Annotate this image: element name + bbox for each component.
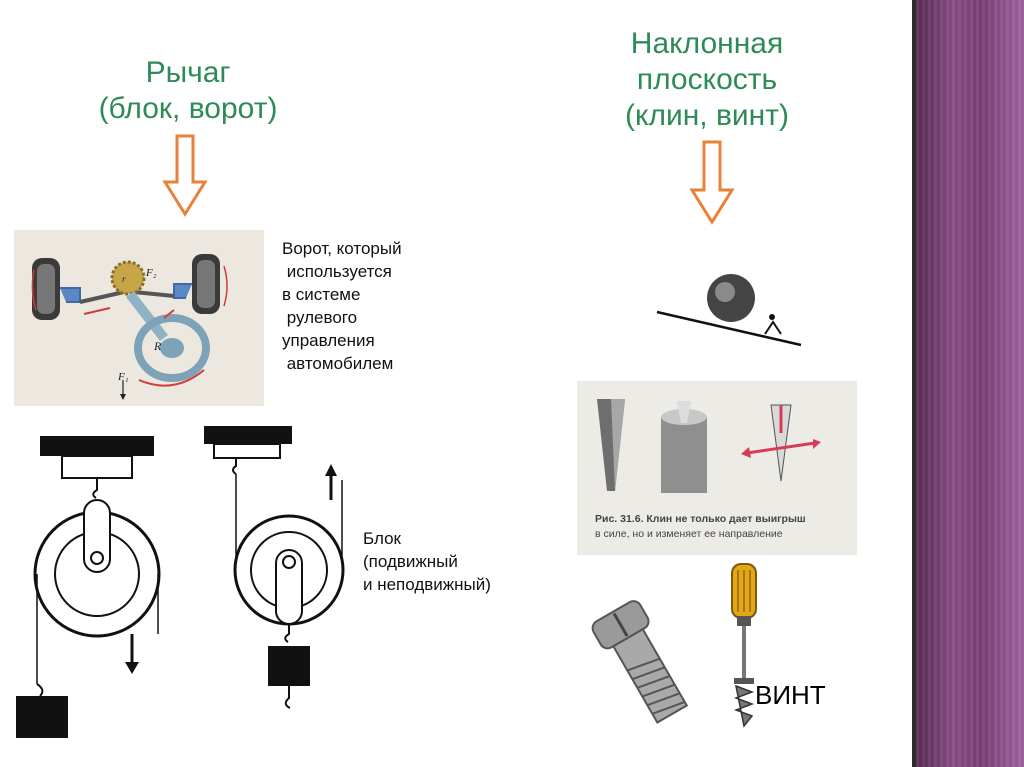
wheel-right-icon — [192, 254, 220, 314]
winch-caption-line5: управления — [282, 331, 375, 350]
decorative-side-band — [916, 0, 1024, 767]
winch-caption-line3: в системе — [282, 285, 361, 304]
lever-heading: Рычаг (блок, ворот) — [78, 55, 298, 127]
block-caption-line3: и неподвижный) — [363, 575, 491, 594]
inclined-plane-figure — [656, 274, 802, 347]
ball-icon — [707, 274, 755, 322]
wedge-force-diagram-icon — [741, 404, 821, 482]
radius-label-r-small: r — [122, 274, 126, 284]
screwdriver-icon — [731, 563, 757, 728]
winch-caption-line1: Ворот, который — [282, 239, 402, 258]
force-label-f1: F₁ — [117, 371, 129, 383]
movable-pulley-figure — [204, 426, 345, 709]
bolt-icon — [591, 600, 689, 724]
fixed-pulley-figure — [16, 436, 161, 738]
down-arrow-icon — [689, 140, 735, 225]
down-arrow-icon — [162, 134, 208, 217]
force-label-f2: F₂ — [145, 267, 157, 279]
winch-caption-line6: автомобилем — [282, 354, 394, 373]
block-caption-line2: (подвижный — [363, 552, 458, 571]
log-icon — [661, 401, 707, 493]
winch-caption-line2: используется — [282, 262, 392, 281]
wedge-caption-line1: Рис. 31.6. Клин не только дает выигрыш — [595, 513, 806, 525]
wood-screw-icon — [733, 678, 755, 728]
block-caption: Блок (подвижный и неподвижный) — [363, 527, 553, 596]
plane-heading-line2: плоскость — [636, 63, 778, 96]
lever-heading-line1: Рычаг — [145, 56, 231, 89]
steering-winch-figure: F₂ F₁ R r — [14, 230, 264, 406]
block-caption-line1: Блок — [363, 529, 401, 548]
lever-heading-line2: (блок, ворот) — [98, 92, 278, 125]
side-band-edge — [912, 0, 916, 767]
winch-caption-line4: рулевого — [282, 308, 358, 327]
inclined-plane-heading: Наклонная плоскость (клин, винт) — [592, 26, 822, 134]
radius-label-r-big: R — [153, 339, 162, 353]
wheel-left-icon — [32, 258, 60, 320]
wedge-icon — [597, 399, 625, 491]
wedge-caption-line2: в силе, но и изменяет ее направление — [595, 528, 783, 540]
plane-heading-line1: Наклонная — [630, 27, 784, 60]
plane-heading-line3: (клин, винт) — [625, 99, 789, 132]
steering-wheel-icon — [134, 314, 210, 382]
winch-caption: Ворот, который используется в системе ру… — [282, 237, 492, 375]
wedge-figure: Рис. 31.6. Клин не только дает выигрыш в… — [577, 381, 857, 555]
screw-label: ВИНТ — [755, 680, 826, 710]
